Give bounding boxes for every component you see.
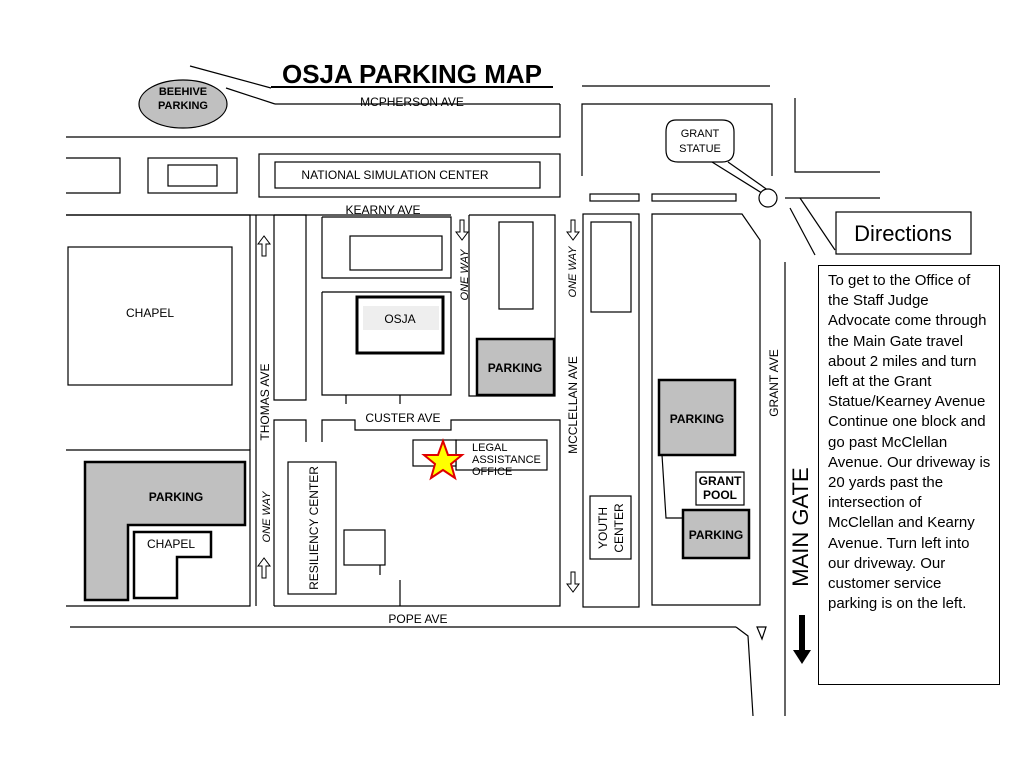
block-kearny-north (321, 216, 452, 279)
grant-statue-line2: STATUE (679, 143, 721, 155)
youth-center-line1: YOUTH (596, 507, 610, 549)
thomas-strip-upper (273, 214, 307, 401)
beehive-label-line1: BEEHIVE (159, 86, 207, 98)
one-way-mcclellan: ONE WAY (567, 246, 579, 298)
grant-statue-circle[interactable] (758, 188, 778, 208)
parking-osja-label: PARKING (488, 361, 542, 375)
national-sim-building (274, 161, 541, 189)
one-way-thomas: ONE WAY (261, 491, 273, 543)
parking-west[interactable] (83, 460, 247, 602)
grant-pool-line1: GRANT (699, 474, 742, 488)
grant-statue-label: GRANT STATUE (679, 128, 721, 155)
youth-center[interactable] (589, 495, 632, 560)
legal-line2: ASSISTANCE (472, 454, 541, 466)
diagonal-b (799, 197, 836, 251)
map-title: OSJA PARKING MAP (282, 59, 542, 89)
chapel-small[interactable] (132, 530, 213, 600)
osja-label: OSJA (384, 312, 415, 326)
arrow-up-icon (257, 235, 271, 257)
chapel-small-label: CHAPEL (147, 537, 195, 551)
legal-line3: OFFICE (472, 466, 512, 478)
block-small-inner (167, 164, 218, 187)
arrow-down-icon (566, 219, 580, 241)
west-block-lower (66, 449, 251, 607)
mcpherson-label: MCPHERSON AVE (360, 95, 464, 109)
east-corner-upper (794, 98, 880, 173)
thomas-label: THOMAS AVE (258, 363, 272, 440)
arrow-down-icon (566, 571, 580, 593)
beehive-label: BEEHIVE PARKING (158, 86, 208, 112)
directions-heading: Directions (854, 221, 952, 246)
building-kearny (349, 235, 443, 271)
grant-statue-block (581, 103, 773, 176)
beehive-label-line2: PARKING (158, 100, 208, 112)
main-gate-label: MAIN GATE (788, 467, 813, 586)
resiliency-label: RESILIENCY CENTER (307, 466, 321, 590)
chapel-block-edge (66, 214, 251, 450)
mcpherson-lower-edge (66, 104, 561, 138)
resiliency-block-west (273, 419, 307, 606)
parking-pool-label: PARKING (689, 528, 743, 542)
legal-line1: LEGAL (472, 442, 507, 454)
parking-west-label: PARKING (149, 490, 203, 504)
resiliency-center[interactable] (287, 461, 337, 595)
star-icon (421, 438, 465, 481)
grant-pool-line2: POOL (703, 488, 737, 502)
legal-assistance-office[interactable] (455, 439, 548, 471)
arrow-up-icon (257, 557, 271, 579)
directions-text: To get to the Office of the Staff Judge … (818, 265, 1000, 685)
chapel-large-label: CHAPEL (126, 306, 174, 320)
pope-curve (735, 626, 754, 717)
youth-center-line2: CENTER (612, 503, 626, 553)
building-small-square (343, 529, 386, 566)
grant-statue-line1: GRANT (681, 128, 720, 140)
beehive-road (189, 65, 272, 89)
arrow-down-icon (455, 219, 469, 241)
kearny-label: KEARNY AVE (346, 203, 421, 217)
diagonal-a (789, 207, 816, 256)
grant-pool[interactable] (695, 471, 745, 506)
osja-block (321, 291, 452, 396)
parking-osja[interactable] (475, 337, 556, 397)
median-marker (756, 626, 767, 641)
statue-pointer-a (711, 161, 766, 196)
beehive-road-lower (225, 87, 276, 105)
one-way-kearny: ONE WAY (459, 249, 471, 301)
custer-block (274, 419, 561, 607)
parking-grant-label: PARKING (670, 412, 724, 426)
parking-grant[interactable] (657, 378, 737, 457)
grant-statue-callout (665, 119, 735, 163)
chapel-large[interactable] (67, 246, 233, 386)
youth-building-north (590, 221, 632, 313)
grant-ave-label: GRANT AVE (767, 349, 781, 417)
building-tall (498, 221, 534, 310)
custer-label: CUSTER AVE (365, 411, 440, 425)
mcclellan-label: MCCLELLAN AVE (566, 356, 580, 454)
pope-label: POPE AVE (388, 612, 447, 626)
statue-pointer-b (727, 161, 773, 194)
parking-connector (661, 454, 683, 519)
parking-pool[interactable] (681, 508, 751, 560)
divider-b (651, 193, 737, 202)
arrow-down-icon (793, 615, 811, 664)
block-west (66, 157, 121, 194)
osja-inner (363, 306, 439, 330)
directions-heading-box (835, 211, 972, 255)
beehive-parking[interactable] (138, 79, 228, 129)
divider-a (589, 193, 640, 202)
national-sim-label: NATIONAL SIMULATION CENTER (301, 168, 488, 182)
